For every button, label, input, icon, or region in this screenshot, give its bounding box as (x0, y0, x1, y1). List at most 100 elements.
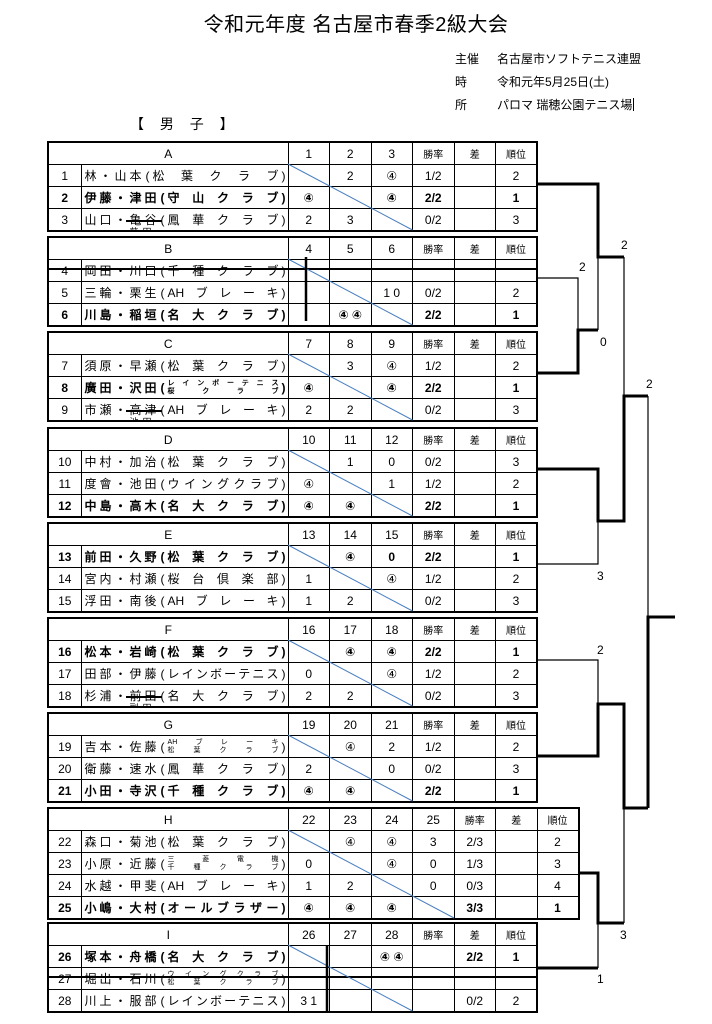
club-line: 名大クラブ (167, 307, 279, 322)
players: 浮田・南後 (85, 592, 160, 609)
group-label: F (47, 617, 289, 641)
win-rate: 0/2 (412, 398, 455, 422)
bracket-line-winner (536, 394, 648, 523)
win-rate: 2/2 (412, 640, 455, 663)
player-1: 堀出 (84, 972, 115, 986)
match-score: ④ (370, 830, 414, 853)
bracket-line-winner (646, 615, 675, 808)
player-2: 早瀬 (130, 357, 160, 374)
entry-number: 21 (47, 779, 82, 803)
match-score: ④ (329, 494, 372, 518)
difference (453, 494, 497, 518)
info-value: 令和元年5月25日(土) (497, 75, 610, 89)
rank: 3 (495, 398, 538, 422)
match-score (287, 945, 330, 968)
club-line: AHブレーキ (167, 402, 279, 417)
club-line: 桜クラブ (167, 387, 279, 395)
match-score: 0 (287, 852, 331, 875)
player-correction: 副田 (130, 701, 156, 706)
players: 堀出・石川 (85, 970, 160, 987)
club-name: 松葉クラブ (165, 646, 282, 658)
match-score: 0 (370, 757, 413, 780)
difference (453, 354, 497, 377)
opponent-column-header: 19 (287, 712, 330, 736)
entry-number: 7 (47, 354, 82, 377)
group-label: A (47, 141, 289, 165)
name-separator: ・ (114, 740, 130, 754)
difference (453, 735, 496, 758)
players: 吉本・佐藤 (85, 738, 160, 755)
name-separator: ・ (114, 950, 130, 964)
player-2-name: 山本 (114, 169, 145, 183)
club-name: 桜台倶楽部 (165, 573, 282, 585)
win-rate: 1/3 (453, 852, 497, 875)
match-score (370, 989, 413, 1013)
bracket-line-winner (536, 328, 598, 375)
player-1: 林 (84, 169, 100, 183)
club: (ウイングクラブ松葉クラブ) (161, 971, 286, 987)
paren-open: ( (160, 993, 165, 1008)
player-2: 舟橋 (130, 948, 160, 965)
club: (AHブレーキ松葉クラブ) (161, 739, 286, 755)
club: (松葉クラブ) (161, 455, 286, 469)
match-score (329, 259, 372, 282)
paren-open: ( (160, 739, 165, 754)
match-score: 3 (329, 354, 372, 377)
players: 田部・伊藤 (85, 665, 160, 682)
match-score: ④ (370, 896, 414, 920)
match-score: ④ (287, 494, 331, 518)
player-2: 津田 (130, 189, 160, 206)
team-name: 山口・亀谷藤田(鳳華クラブ) (80, 208, 289, 232)
club: (松葉クラブ) (161, 359, 286, 373)
match-score: 2 (287, 398, 331, 422)
page-title: 令和元年度 名古屋市春季2級大会 (203, 14, 509, 36)
match-score: ④ (329, 830, 372, 853)
bracket-line-winner (536, 702, 648, 810)
difference (495, 874, 538, 897)
player-2-name: 伊藤 (129, 667, 160, 681)
entry-number: 25 (47, 896, 82, 920)
club: (松葉クラブ) (161, 550, 286, 564)
difference (453, 779, 496, 803)
team-name-wrap: 宮内・村瀬(桜台倶楽部) (85, 569, 286, 589)
club-name: レインボーテニス桜クラブ (165, 380, 282, 396)
player-2-name: 稲垣 (129, 308, 160, 322)
player-2-name: 早瀬 (129, 359, 160, 373)
player-1: 度會 (84, 477, 115, 491)
difference (453, 376, 497, 399)
player-1: 松本 (84, 645, 115, 659)
club: (名大クラブ) (161, 499, 286, 513)
club-name: AHブレーキ (165, 880, 282, 892)
match-score: ④ (370, 186, 414, 209)
difference (453, 757, 496, 780)
rank: 2 (495, 735, 538, 758)
club: (名大クラブ) (161, 689, 286, 703)
entry-number: 27 (47, 967, 82, 990)
paren-close: ) (281, 402, 286, 417)
player-2: 南後 (130, 592, 160, 609)
rank-header: 順位 (495, 236, 538, 260)
match-score (329, 567, 372, 590)
entry-number: 14 (47, 567, 82, 590)
win-rate-header: 勝率 (412, 141, 455, 165)
paren-open: ( (160, 454, 165, 469)
club: (千種クラブ) (161, 264, 286, 278)
club-name: ウイングクラブ (165, 478, 282, 490)
club: (三菱電機千種クラブ) (161, 856, 286, 872)
team-name: 川上・服部(レインボーテニス) (80, 989, 289, 1013)
club-name: 名大クラブ (165, 309, 282, 321)
match-score: 2 (287, 684, 330, 708)
entry-number: 8 (47, 376, 82, 399)
club: (守山クラブ) (161, 191, 286, 205)
bracket-line-winner (578, 871, 624, 925)
paren-open: ( (160, 402, 165, 417)
player-2: 高津池田 (125, 401, 162, 420)
club-line: 千種クラブ (167, 783, 279, 798)
entry-number: 11 (47, 472, 82, 495)
